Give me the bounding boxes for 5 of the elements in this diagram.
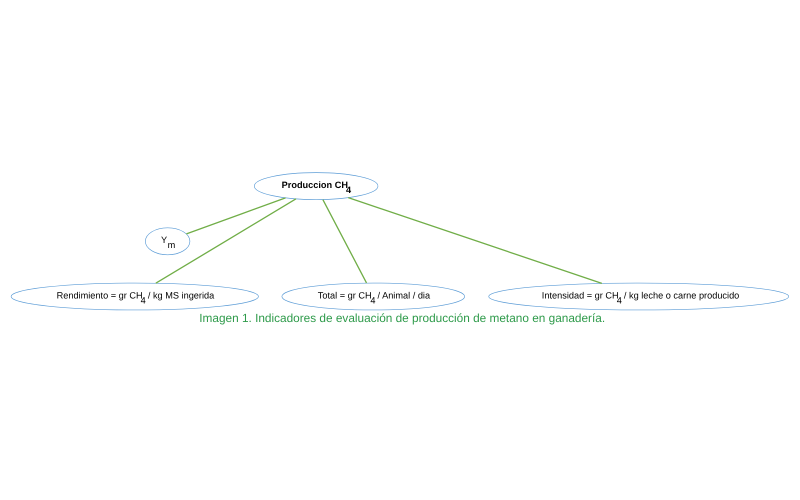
connector <box>348 196 602 284</box>
connector <box>322 198 368 283</box>
connector <box>155 198 296 284</box>
connector <box>186 196 286 234</box>
caption: Imagen 1. Indicadores de evaluación de producción de metano en ganadería. <box>199 310 606 325</box>
